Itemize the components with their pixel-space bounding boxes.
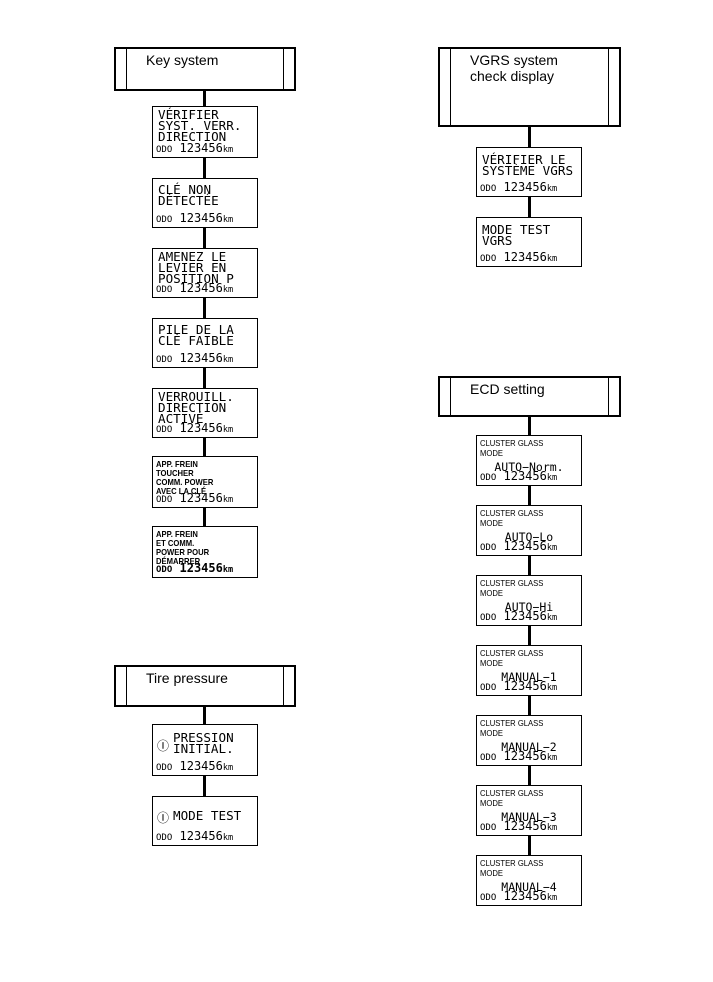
screen-message: APP. FREIN ET COMM. POWER POUR DÉMARRER (156, 529, 210, 566)
tire-pressure-warning-icon: Ⓘ (157, 811, 170, 825)
odometer-readout: ODO 123456km (480, 609, 558, 623)
connector-line (528, 486, 531, 505)
key-system-header: Key system (114, 47, 296, 91)
mode-value: MANUAL−4 (501, 880, 557, 894)
connector-line (528, 127, 531, 147)
tire-screen-1: Ⓘ PRESSION INITIAL. ODO 123456km (152, 724, 258, 776)
odometer-readout: ODO 123456km (156, 491, 234, 505)
key-screen-5: VERROUILL. DIRECTION ACTIVÉ ODO 123456km (152, 388, 258, 438)
connector-line (203, 228, 206, 248)
screen-heading: CLUSTER GLASS MODE (480, 438, 544, 458)
ecd-screen-1: CLUSTER GLASS MODE AUTO−Norm. ODO 123456… (476, 435, 582, 486)
connector-line (203, 438, 206, 456)
screen-message: CLÉ NON DÉTECTÉE (158, 183, 219, 208)
ecd-screen-3: CLUSTER GLASS MODE AUTO−Hi ODO 123456km (476, 575, 582, 626)
tire-screen-2: Ⓘ MODE TEST ODO 123456km (152, 796, 258, 846)
ecd-screen-2: CLUSTER GLASS MODE AUTO−Lo ODO 123456km (476, 505, 582, 556)
odometer-readout: ODO 123456km (156, 351, 234, 365)
odometer-readout: ODO 123456km (156, 281, 234, 295)
ecd-screen-6: CLUSTER GLASS MODE MANUAL−3 ODO 123456km (476, 785, 582, 836)
connector-line (203, 158, 206, 178)
odometer-readout: ODO 123456km (480, 250, 558, 264)
mode-value: AUTO−Lo (504, 530, 554, 544)
screen-heading: CLUSTER GLASS MODE (480, 788, 544, 808)
mode-value: MANUAL−2 (501, 740, 557, 754)
odometer-readout: ODO 123456km (480, 819, 558, 833)
connector-line (528, 417, 531, 435)
connector-line (528, 197, 531, 217)
key-screen-6: APP. FREIN TOUCHER COMM. POWER AVEC LA C… (152, 456, 258, 508)
mode-value: AUTO−Norm. (494, 460, 564, 474)
key-screen-2: CLÉ NON DÉTECTÉE ODO 123456km (152, 178, 258, 228)
screen-message: APP. FREIN TOUCHER COMM. POWER AVEC LA C… (156, 459, 214, 496)
screen-message: VÉRIFIER SYST. VERR. DIRECTION (158, 108, 242, 144)
vgrs-screen-2: MODE TEST VGRS ODO 123456km (476, 217, 582, 267)
odometer-readout: ODO 123456km (480, 749, 558, 763)
key-screen-3: AMENEZ LE LEVIER EN POSITION P ODO 12345… (152, 248, 258, 298)
mode-value: AUTO−Hi (504, 600, 554, 614)
odometer-readout: ODO 123456km (156, 141, 234, 155)
key-system-title: Key system (146, 52, 219, 68)
screen-message: VÉRIFIER LE SYSTÈME VGRS (482, 153, 574, 178)
connector-line (203, 298, 206, 318)
screen-heading: CLUSTER GLASS MODE (480, 718, 544, 738)
odometer-readout: ODO 123456km (156, 561, 234, 575)
screen-message: MODE TEST VGRS (482, 223, 551, 248)
ecd-screen-5: CLUSTER GLASS MODE MANUAL−2 ODO 123456km (476, 715, 582, 766)
screen-message: MODE TEST (173, 809, 242, 823)
odometer-readout: ODO 123456km (156, 829, 234, 843)
key-screen-7: APP. FREIN ET COMM. POWER POUR DÉMARRER … (152, 526, 258, 578)
tire-pressure-title: Tire pressure (146, 670, 228, 686)
connector-line (203, 368, 206, 388)
ecd-header: ECD setting (438, 376, 621, 417)
odometer-readout: ODO 123456km (156, 759, 234, 773)
connector-line (528, 626, 531, 645)
screen-message: PILE DE LA CLÉ FAIBLE (158, 323, 234, 348)
odometer-readout: ODO 123456km (156, 421, 234, 435)
screen-heading: CLUSTER GLASS MODE (480, 858, 544, 878)
vgrs-title: VGRS system check display (470, 52, 558, 84)
screen-heading: CLUSTER GLASS MODE (480, 508, 544, 528)
vgrs-header: VGRS system check display (438, 47, 621, 127)
screen-message: AMENEZ LE LEVIER EN POSITION P (158, 250, 234, 286)
screen-heading: CLUSTER GLASS MODE (480, 648, 544, 668)
connector-line (203, 508, 206, 526)
mode-value: MANUAL−3 (501, 810, 557, 824)
ecd-title: ECD setting (470, 381, 545, 397)
odometer-readout: ODO 123456km (480, 469, 558, 483)
key-screen-1: VÉRIFIER SYST. VERR. DIRECTION ODO 12345… (152, 106, 258, 158)
screen-message: VERROUILL. DIRECTION ACTIVÉ (158, 390, 234, 426)
connector-line (203, 91, 206, 106)
connector-line (203, 776, 206, 796)
odometer-readout: ODO 123456km (480, 889, 558, 903)
screen-message: PRESSION INITIAL. (173, 731, 234, 756)
connector-line (528, 556, 531, 575)
vgrs-screen-1: VÉRIFIER LE SYSTÈME VGRS ODO 123456km (476, 147, 582, 197)
connector-line (203, 707, 206, 724)
connector-line (528, 836, 531, 855)
odometer-readout: ODO 123456km (480, 180, 558, 194)
odometer-readout: ODO 123456km (480, 679, 558, 693)
ecd-screen-4: CLUSTER GLASS MODE MANUAL−1 ODO 123456km (476, 645, 582, 696)
ecd-screen-7: CLUSTER GLASS MODE MANUAL−4 ODO 123456km (476, 855, 582, 906)
connector-line (528, 696, 531, 715)
connector-line (528, 766, 531, 785)
odometer-readout: ODO 123456km (156, 211, 234, 225)
key-screen-4: PILE DE LA CLÉ FAIBLE ODO 123456km (152, 318, 258, 368)
mode-value: MANUAL−1 (501, 670, 557, 684)
tire-pressure-warning-icon: Ⓘ (157, 739, 170, 753)
odometer-readout: ODO 123456km (480, 539, 558, 553)
screen-heading: CLUSTER GLASS MODE (480, 578, 544, 598)
tire-pressure-header: Tire pressure (114, 665, 296, 707)
